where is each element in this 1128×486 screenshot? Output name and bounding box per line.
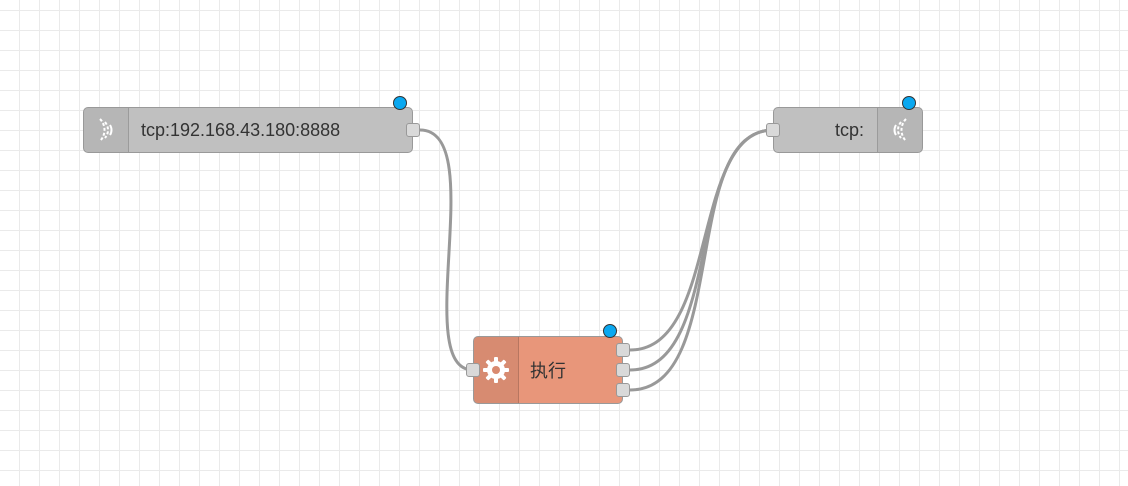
tcp-out-input-port[interactable] — [766, 123, 780, 137]
tcp-out-node[interactable]: tcp: — [773, 107, 923, 153]
tcp-in-output-port[interactable] — [406, 123, 420, 137]
tcp-out-status-dot — [902, 96, 916, 110]
tcp-out-icon — [877, 108, 922, 152]
tcp-in-label: tcp:192.168.43.180:8888 — [141, 119, 341, 140]
tcp-in-status-dot — [393, 96, 407, 110]
exec-node[interactable]: 执行 — [473, 336, 623, 404]
exec-label: 执行 — [530, 361, 566, 382]
exec-status-dot — [603, 324, 617, 338]
wire-exec-out1-to-tcp-out[interactable] — [629, 128, 774, 352]
tcp-out-label: tcp: — [834, 119, 864, 140]
gear-icon — [474, 337, 519, 403]
exec-output-port-2[interactable] — [616, 363, 630, 377]
tcp-in-node[interactable]: tcp:192.168.43.180:8888 — [83, 107, 413, 153]
exec-output-port-1[interactable] — [616, 343, 630, 357]
exec-input-port[interactable] — [466, 363, 480, 377]
exec-output-port-3[interactable] — [616, 383, 630, 397]
wire-tcp-in-to-exec[interactable] — [419, 128, 474, 372]
tcp-in-icon — [84, 108, 129, 152]
wire-exec-out2-to-tcp-out[interactable] — [629, 128, 774, 372]
wire-exec-out3-to-tcp-out[interactable] — [629, 128, 774, 392]
